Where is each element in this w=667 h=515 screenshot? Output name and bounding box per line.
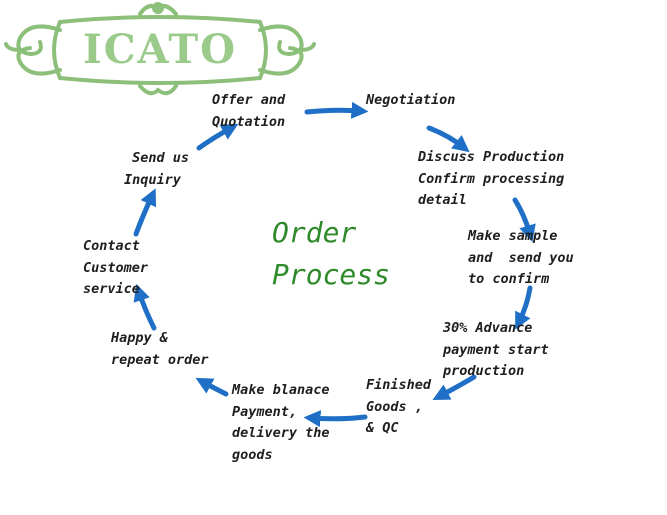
step-discuss: Discuss Production Confirm processing de… [418, 149, 565, 208]
center-title: Order Process [272, 216, 391, 291]
step-negotiation: Negotiation [366, 92, 456, 108]
arrow-icon [304, 101, 369, 119]
arrow-icon [195, 377, 229, 397]
arrow-icon [196, 123, 239, 151]
step-repeat: Happy & repeat order [111, 330, 209, 368]
arrow-icon [432, 374, 477, 400]
step-balance: Make blanace Payment, delivery the goods [232, 382, 330, 463]
arrow-icon [515, 285, 533, 330]
arrow-icon [133, 283, 157, 331]
arrow-icon [303, 410, 368, 428]
step-advance: 30% Advance payment start production [443, 320, 549, 379]
icato-logo: ICATO [4, 2, 316, 96]
step-contact: Contact Customer service [83, 238, 149, 297]
step-finished: Finished Goods , & QC [366, 377, 432, 436]
step-sample: Make sample and send you to confirm [468, 228, 574, 287]
step-inquiry: Send us Inquiry [124, 150, 190, 188]
arrow-icon [426, 125, 470, 153]
step-offer: Offer and Quotation [212, 92, 286, 130]
arrow-icon [512, 197, 536, 243]
brand-name: ICATO [83, 26, 237, 73]
arrow-icon [133, 188, 157, 237]
